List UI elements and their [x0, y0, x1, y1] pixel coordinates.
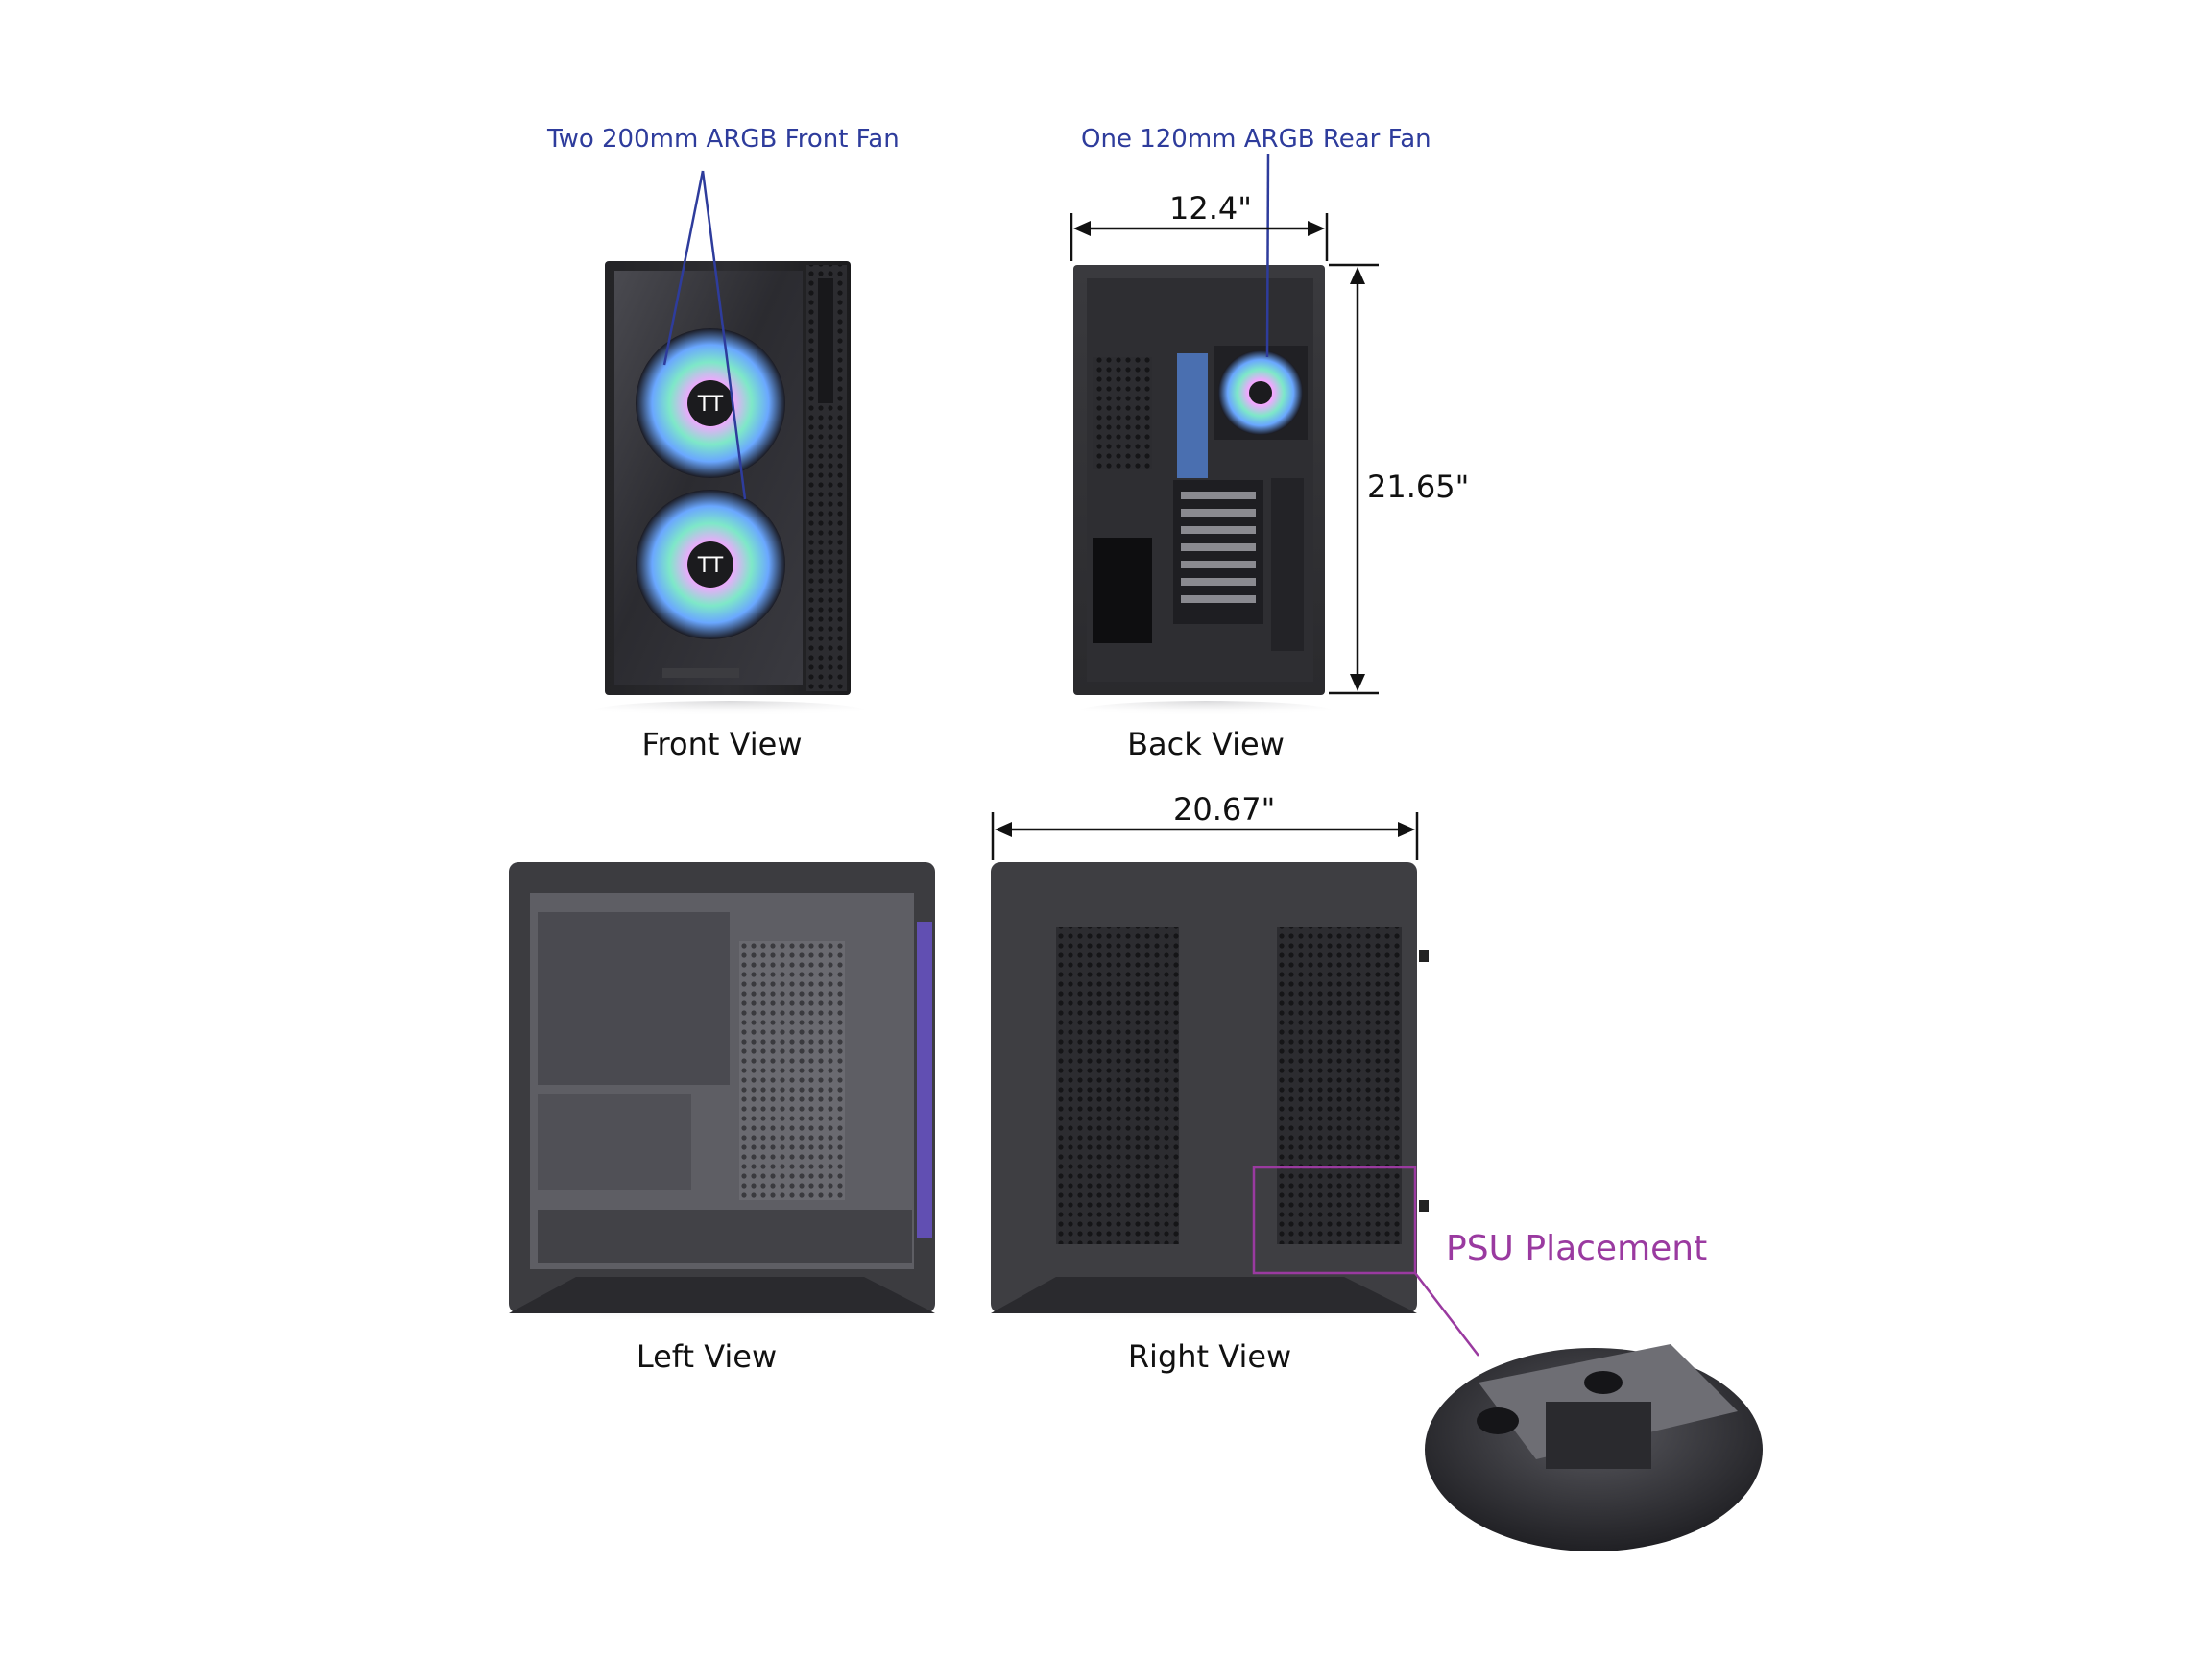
rear-fan-callout: One 120mm ARGB Rear Fan [1081, 125, 1431, 154]
back-view-caption: Back View [1127, 726, 1285, 762]
front-fan-bottom-icon: TT [636, 490, 785, 639]
svg-text:TT: TT [697, 554, 724, 578]
rear-fan-icon [1214, 346, 1308, 440]
back-view-case [1073, 265, 1331, 720]
front-fan-callout: Two 200mm ARGB Front Fan [547, 125, 900, 154]
right-view-case [991, 862, 1429, 1327]
front-fan-top-icon: TT [636, 328, 785, 478]
front-view-case: TT TT [595, 261, 864, 720]
svg-text:TT: TT [697, 393, 724, 417]
height-dimension-label: 21.65" [1367, 469, 1470, 505]
width-dimension-label: 12.4" [1169, 190, 1252, 227]
left-view-case [509, 862, 935, 1327]
left-view-caption: Left View [636, 1338, 778, 1375]
psu-placement-label: PSU Placement [1446, 1229, 1708, 1268]
right-view-caption: Right View [1127, 1338, 1292, 1375]
psu-placement-inset [1425, 1344, 1763, 1551]
depth-dimension-label: 20.67" [1173, 791, 1276, 828]
front-view-caption: Front View [641, 726, 803, 762]
